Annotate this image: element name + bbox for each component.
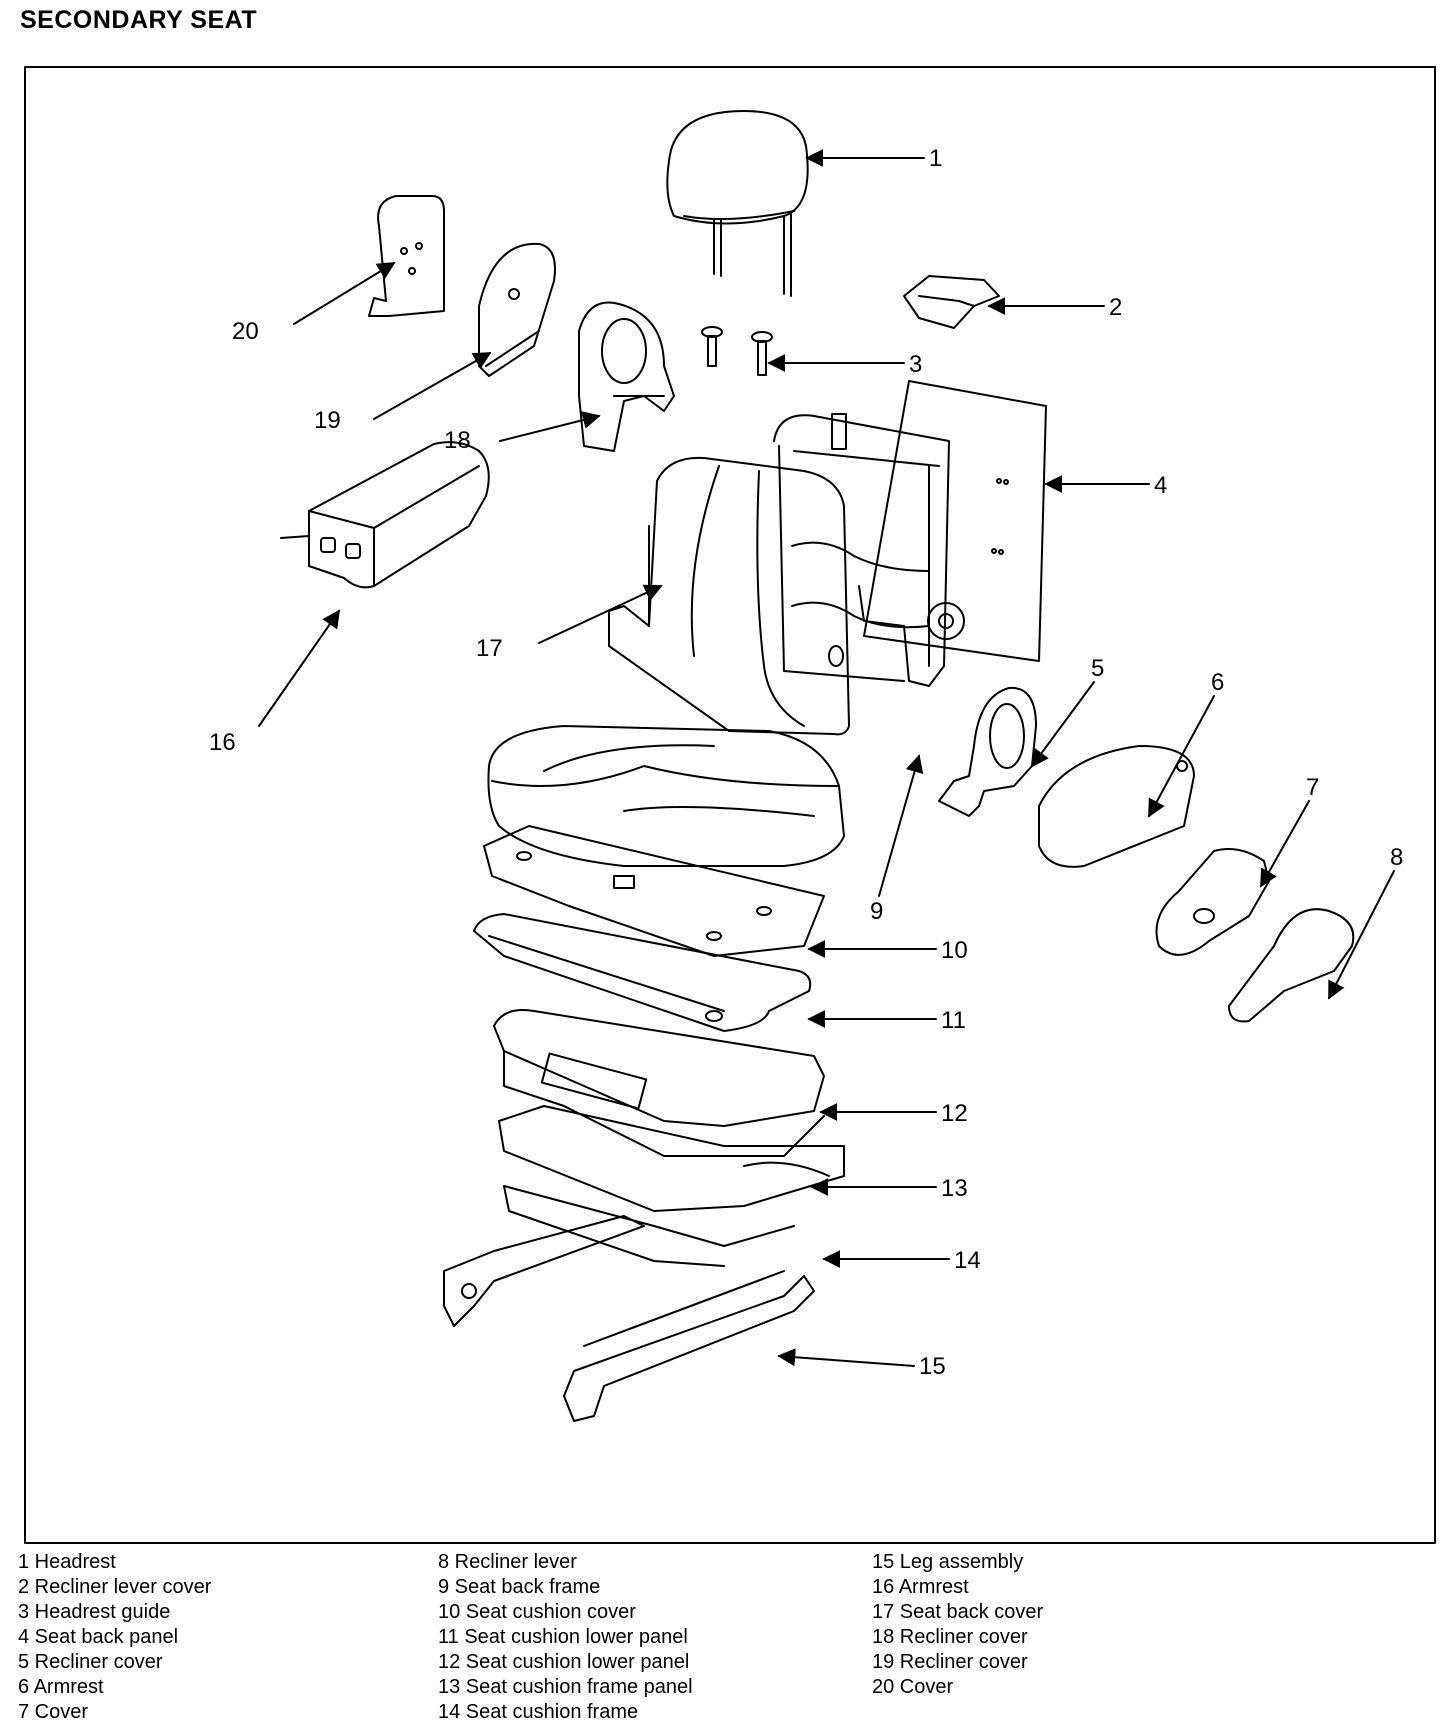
recliner-lever-cover-part — [903, 275, 1000, 329]
legend-item: 20 Cover — [872, 1676, 954, 1698]
armrest-6-part — [1038, 745, 1195, 868]
legend-item: 4 Seat back panel — [18, 1626, 179, 1648]
callout-18: 18 — [444, 427, 471, 454]
callout-7: 7 — [1306, 774, 1319, 801]
legend-item: 5 Recliner cover — [18, 1651, 163, 1673]
callout-10: 10 — [941, 937, 968, 964]
legend-item: 11 Seat cushion lower panel — [438, 1626, 688, 1648]
legend-item: 17 Seat back cover — [872, 1601, 1044, 1623]
legend-item: 8 Recliner lever — [438, 1551, 577, 1573]
legend-item: 1 Headrest — [18, 1551, 116, 1573]
callout-14: 14 — [954, 1247, 981, 1274]
seat-cushion-lower-panel-12-part — [473, 913, 812, 1032]
headrest-guide-part — [701, 326, 773, 376]
leader-arrows — [258, 149, 1395, 1367]
seat-back-cover-part — [608, 456, 850, 736]
seat-back-panel-part — [863, 380, 1047, 662]
legend-column-2: 8 Recliner lever 9 Seat back frame 10 Se… — [438, 1550, 693, 1725]
exploded-seat-diagram: 1 2 3 4 5 6 7 8 9 10 11 12 13 14 15 16 1… — [24, 66, 1436, 1544]
callout-1: 1 — [929, 145, 942, 172]
legend-column-1: 1 Headrest 2 Recliner lever cover 3 Head… — [18, 1550, 211, 1725]
legend-item: 13 Seat cushion frame panel — [438, 1676, 693, 1698]
legend-item: 18 Recliner cover — [872, 1626, 1028, 1648]
callout-20: 20 — [232, 318, 259, 345]
legend-item: 6 Armrest — [18, 1676, 104, 1698]
recliner-cover-5-part — [938, 686, 1037, 817]
seat-cushion-lower-panel-11-part — [483, 825, 825, 957]
callout-17: 17 — [476, 635, 503, 662]
callout-4: 4 — [1154, 472, 1167, 499]
seat-cushion-frame-part — [498, 1105, 845, 1267]
callout-9: 9 — [870, 898, 883, 925]
legend-item: 14 Seat cushion frame — [438, 1701, 639, 1723]
legend-item: 3 Headrest guide — [18, 1601, 171, 1623]
legend-item: 9 Seat back frame — [438, 1576, 601, 1598]
legend-column-3: 15 Leg assembly 16 Armrest 17 Seat back … — [872, 1550, 1043, 1700]
legend-item: 2 Recliner lever cover — [18, 1576, 212, 1598]
callout-8: 8 — [1390, 844, 1403, 871]
armrest-16-part — [280, 441, 490, 589]
legend-item: 16 Armrest — [872, 1576, 969, 1598]
legend-item: 10 Seat cushion cover — [438, 1601, 636, 1623]
callout-labels: 1 2 3 4 5 6 7 8 9 10 11 12 13 14 15 16 1… — [209, 145, 1403, 1380]
legend-item: 7 Cover — [18, 1701, 89, 1723]
legend-item: 19 Recliner cover — [872, 1651, 1028, 1673]
legend-item: 15 Leg assembly — [872, 1551, 1024, 1573]
diagram-border — [24, 66, 1436, 1544]
callout-19: 19 — [314, 407, 341, 434]
callout-15: 15 — [919, 1353, 946, 1380]
cover-20-part — [368, 195, 445, 317]
callout-12: 12 — [941, 1100, 968, 1127]
leg-assembly-part — [443, 1215, 815, 1422]
callout-13: 13 — [941, 1175, 968, 1202]
callout-5: 5 — [1091, 655, 1104, 682]
legend-item: 12 Seat cushion lower panel — [438, 1651, 690, 1673]
seat-cushion-cover-part — [487, 725, 845, 867]
callout-16: 16 — [209, 729, 236, 756]
callout-2: 2 — [1109, 294, 1122, 321]
seat-cushion-frame-panel-part — [493, 1009, 825, 1157]
recliner-lever-part — [1228, 908, 1355, 1023]
cover-7-part — [1155, 848, 1270, 956]
seat-back-frame-part — [773, 413, 965, 687]
recliner-cover-19-part — [478, 242, 556, 377]
headrest-part — [666, 110, 809, 297]
exploded-diagram-frame: 1 2 3 4 5 6 7 8 9 10 11 12 13 14 15 16 1… — [24, 66, 1436, 1544]
callout-6: 6 — [1211, 669, 1224, 696]
callout-11: 11 — [941, 1007, 966, 1034]
recliner-cover-18-part — [578, 301, 675, 452]
callout-3: 3 — [909, 351, 922, 378]
page-title: SECONDARY SEAT — [20, 6, 258, 34]
